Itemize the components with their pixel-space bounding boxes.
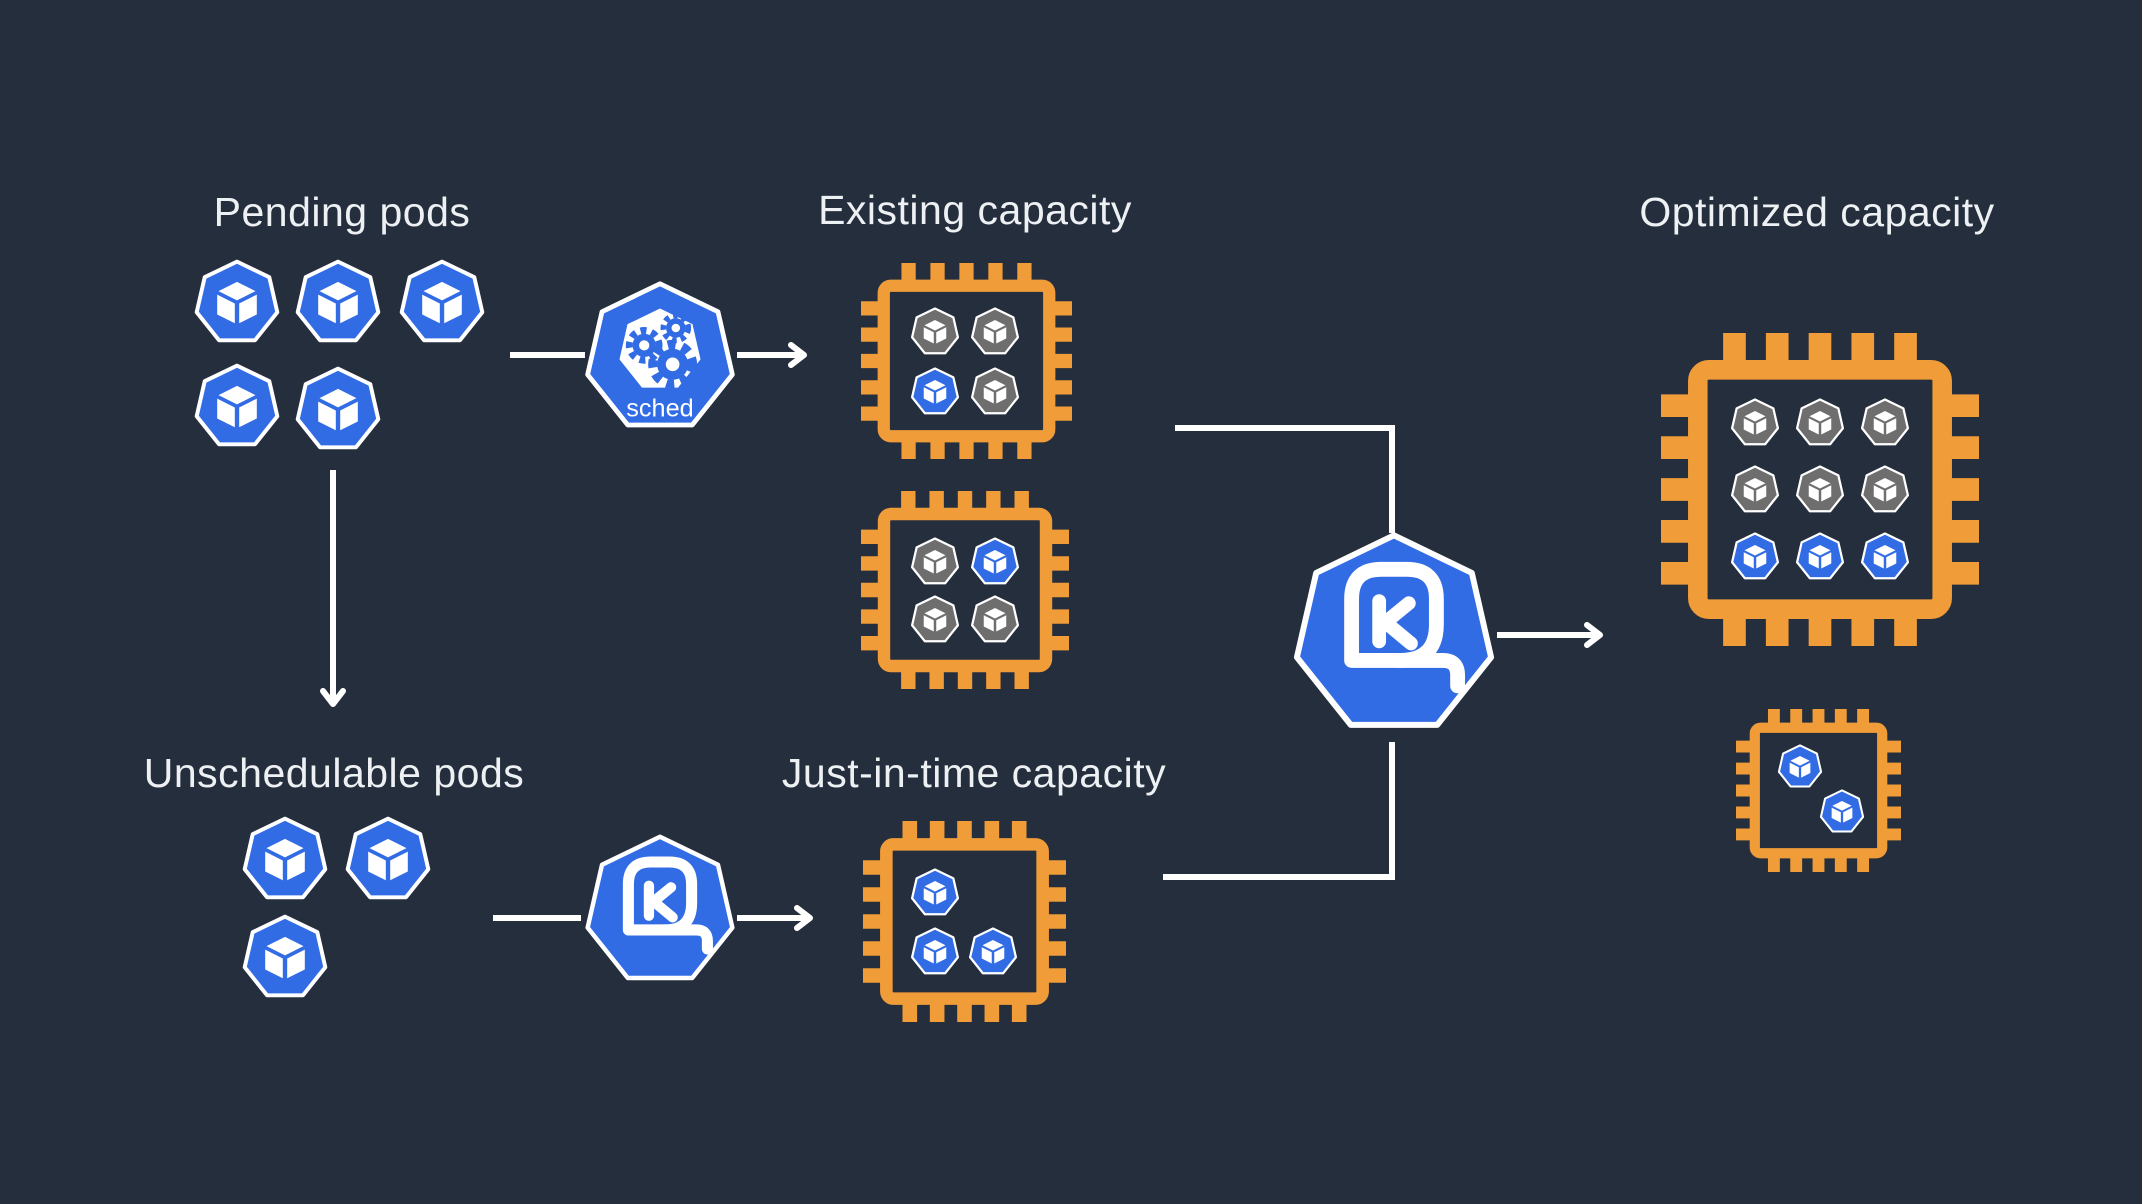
- pod-icon: [970, 367, 1020, 417]
- cpu-chip-frame: [1736, 709, 1901, 872]
- existing-node-2: [860, 490, 1070, 690]
- jit-to-karpenter: [1163, 742, 1395, 880]
- pod-icon: [970, 595, 1020, 645]
- pod-icon: [1860, 398, 1910, 446]
- pod-icon: [910, 537, 960, 587]
- pod-icon: [1777, 744, 1823, 788]
- optimized-capacity-label: Optimized capacity: [1639, 189, 1995, 235]
- cube-icon: [983, 320, 1007, 344]
- pod-icon: [1730, 465, 1780, 513]
- tape-measure-icon: [1344, 561, 1466, 694]
- cube-icon: [981, 940, 1005, 964]
- cube-icon: [1743, 478, 1767, 502]
- scheduler-label: sched: [626, 394, 693, 422]
- pod-icon: [1860, 532, 1910, 582]
- pod-icon: [1730, 465, 1780, 515]
- pod-icon: [910, 595, 960, 645]
- cube-icon: [983, 550, 1007, 574]
- cpu-chip-frame: [861, 491, 1069, 689]
- cube-icon: [1873, 478, 1897, 502]
- karpenter-icon-large: [1288, 529, 1500, 741]
- cube-icon: [923, 608, 947, 632]
- cube-icon: [923, 550, 947, 574]
- existing-node-1: [860, 262, 1073, 460]
- kube-scheduler-icon: sched: [581, 279, 739, 437]
- pod-icon: [1795, 465, 1845, 515]
- pod-icon: [1730, 398, 1780, 446]
- pod-icon: [1795, 532, 1845, 580]
- cube-icon: [1808, 411, 1832, 435]
- pod-icon: [1860, 532, 1910, 580]
- pod-icon: [1819, 789, 1865, 835]
- jit-node: [862, 820, 1067, 1023]
- pod-icon: [910, 367, 960, 415]
- pod-icon: [968, 927, 1018, 977]
- pod-icon: [970, 537, 1020, 585]
- pod-icon: [910, 927, 960, 975]
- pod-icon: [1819, 789, 1865, 833]
- k-letter: [1372, 594, 1418, 651]
- pod-icon: [1860, 465, 1910, 515]
- pod-icon: [970, 307, 1020, 357]
- cube-icon: [1808, 545, 1832, 569]
- unschedulable-pods-label: Unschedulable pods: [143, 750, 525, 796]
- cpu-chip-frame: [863, 821, 1066, 1022]
- pod-icon: [910, 367, 960, 417]
- pod-icon: [910, 307, 960, 355]
- cube-icon: [983, 380, 1007, 404]
- pod-icon: [970, 307, 1020, 355]
- pending-pods-label: Pending pods: [213, 189, 471, 235]
- kube-scheduler-glyph: sched: [585, 281, 735, 428]
- cpu-chip-frame: [861, 263, 1072, 459]
- cube-icon: [1873, 411, 1897, 435]
- pod-icon: [1730, 532, 1780, 582]
- cube-icon: [983, 608, 1007, 632]
- cube-icon: [1743, 545, 1767, 569]
- optimized-node-large: [1660, 332, 1980, 647]
- existing-capacity-label: Existing capacity: [818, 187, 1132, 233]
- karpenter-glyph: [1293, 532, 1495, 728]
- pod-icon: [970, 367, 1020, 415]
- pod-icon: [910, 868, 960, 916]
- cube-icon: [1743, 411, 1767, 435]
- cpu-chip-frame: [1661, 333, 1979, 646]
- pod-icon: [970, 537, 1020, 587]
- gears-icon: [625, 312, 698, 389]
- pod-icon: [910, 868, 960, 918]
- k-letter: [643, 880, 678, 923]
- pod-icon: [968, 927, 1018, 975]
- cube-icon: [923, 940, 947, 964]
- pod-icon: [1860, 465, 1910, 513]
- tape-measure-icon: [622, 856, 713, 955]
- cube-icon: [923, 881, 947, 905]
- cube-icon: [923, 320, 947, 344]
- cube-icon: [1873, 545, 1897, 569]
- karpenter-glyph: [585, 834, 735, 981]
- cube-icon: [923, 380, 947, 404]
- pod-icon: [1730, 532, 1780, 580]
- cube-icon: [1808, 478, 1832, 502]
- pod-icon: [910, 927, 960, 977]
- existing-to-karpenter: [1175, 425, 1395, 533]
- pod-icon: [1795, 532, 1845, 582]
- karpenter-icon-small: [581, 832, 739, 990]
- optimized-node-small: [1735, 708, 1902, 873]
- pod-icon: [1795, 398, 1845, 448]
- pod-icon: [910, 537, 960, 585]
- pod-icon: [1860, 398, 1910, 448]
- jit-capacity-label: Just-in-time capacity: [781, 750, 1167, 796]
- pod-icon: [910, 307, 960, 357]
- pod-icon: [1777, 744, 1823, 790]
- pod-icon: [1795, 398, 1845, 446]
- pod-icon: [910, 595, 960, 643]
- pod-icon: [970, 595, 1020, 643]
- pod-icon: [1730, 398, 1780, 448]
- pod-icon: [1795, 465, 1845, 513]
